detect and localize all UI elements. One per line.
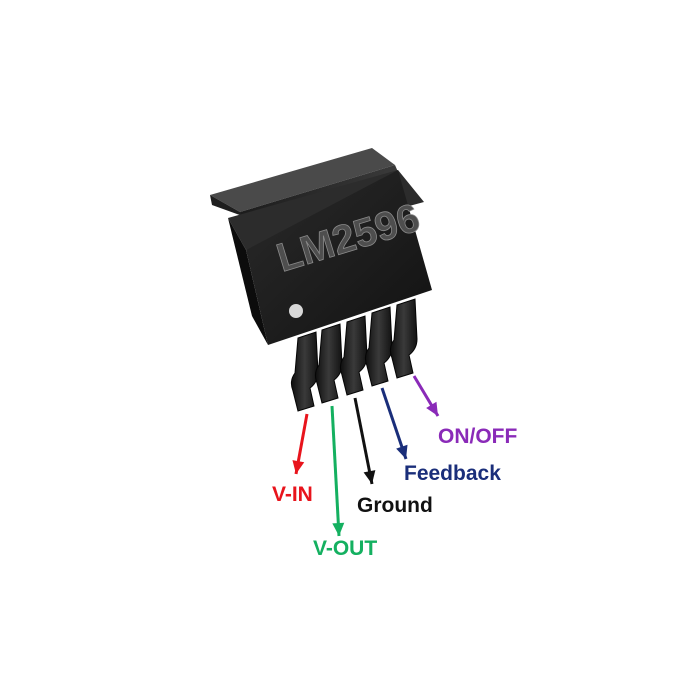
pin-label-on-off: ON/OFF: [438, 425, 517, 448]
pin-label-v-in: V-IN: [272, 483, 313, 506]
pin-leg-4: [364, 306, 393, 387]
pin-label-feedback: Feedback: [404, 462, 501, 485]
pin-arrow-1: [292, 413, 309, 475]
chip-body: [228, 170, 432, 345]
pin-arrow-3: [353, 397, 376, 485]
pin-label-v-out: V-OUT: [313, 537, 377, 560]
pin-leg-1: [290, 331, 319, 412]
pin-leg-2: [314, 323, 343, 404]
pin-leg-3: [339, 315, 368, 396]
pin-arrow-2: [330, 405, 345, 537]
pin-leg-5: [389, 298, 418, 379]
pin-legs: [290, 298, 418, 412]
pin-arrows: [292, 375, 440, 537]
pin-arrow-4: [380, 387, 408, 460]
pin-label-ground: Ground: [357, 494, 433, 517]
pin-arrow-5: [412, 375, 440, 417]
pin-one-indicator-dot: [289, 304, 303, 318]
